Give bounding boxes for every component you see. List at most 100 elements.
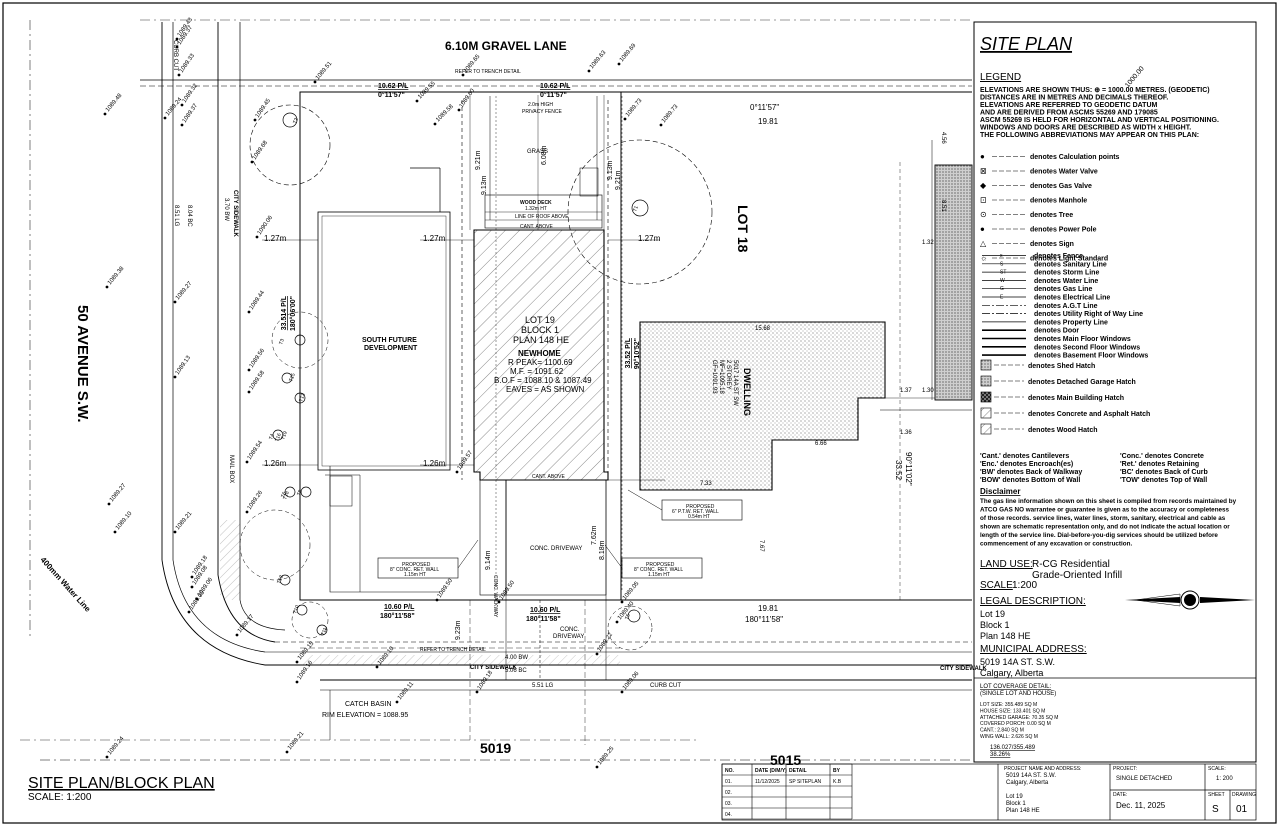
dim-921-right: 9.21m [615, 170, 622, 190]
city-sidewalk-right: CITY SIDEWALK [940, 666, 988, 672]
calc-point [415, 99, 419, 103]
calc-point [113, 530, 117, 534]
mf-label: M.F. = 1091.62 [510, 367, 564, 376]
wall1-line3: 1.15m HT [404, 572, 426, 578]
legend-line: THE FOLLOWING ABBREVIATIONS MAY APPEAR O… [980, 132, 1199, 139]
calc-point [245, 510, 249, 514]
dim-126-left: 1.26m [264, 459, 287, 468]
privacy-fence-top-2: PRIVACY FENCE [522, 109, 562, 115]
wall2-line1: PROPOSED [646, 562, 675, 568]
elevation-label: 1089.06 [622, 670, 641, 691]
street-number: 5019 [480, 740, 511, 756]
city-sidewalk-horizontal: CITY SIDEWALK [470, 665, 518, 671]
calc-point [497, 600, 501, 604]
dim-127-mid: 1.27m [423, 234, 446, 243]
disclaimer-line: shown are schematic representation only,… [980, 524, 1230, 531]
legend-symbol-icon: ● [980, 225, 985, 234]
trench-detail-bottom: REFER TO TRENCH DETAIL [420, 647, 486, 653]
dim-921-left: 9.21m [475, 150, 482, 170]
lot18-top-bearing: 0°11'57" [750, 103, 779, 112]
dim-762: 7.62m [591, 525, 598, 545]
calc-point [435, 598, 439, 602]
lot18-garage-footprint [934, 164, 973, 401]
legend-line: ELEVATIONS ARE REFERRED TO GEODETIC DATU… [980, 102, 1158, 109]
eaves-label: EAVES = AS SHOWN [506, 385, 585, 394]
disclaimer-text: The gas line information shown on this s… [980, 498, 1237, 548]
footer-scale: SCALE: 1:200 [28, 792, 92, 803]
hatch-label: denotes Detached Garage Hatch [1028, 379, 1136, 386]
hatch-label: denotes Concrete and Asphalt Hatch [1028, 411, 1150, 418]
lot18-bottom-distance: 19.81 [758, 604, 779, 613]
tree-label: T16 [274, 432, 283, 442]
disclaimer-line: commencement of any excavation or constr… [980, 541, 1132, 548]
project-line: Calgary, Alberta [1006, 780, 1049, 786]
elevation-label: 1089.63 [589, 49, 608, 70]
scale-label-footer: SCALE: [1208, 766, 1226, 772]
elevation-label: 1089.38 [107, 265, 126, 286]
calc-point [187, 610, 191, 614]
disclaimer-line: of those records. service lines, water l… [980, 515, 1226, 522]
lot18-bottom-bearing: 180°11'58" [745, 615, 783, 624]
info-panel: SITE PLAN LEGEND 1000.00 ELEVATIONS ARE … [974, 34, 1256, 758]
legend-line-label: denotes Sanitary Line [1034, 261, 1107, 268]
legend-heading: LEGEND [980, 72, 1021, 83]
pl-bottom-left-bearing: 180°11'58" [380, 612, 415, 620]
coverage-line: LOT SIZE: 355.489 SQ M [980, 702, 1037, 708]
calc-point [177, 73, 181, 77]
lot18-top-distance: 19.81 [758, 117, 779, 126]
tree-label: T11 [320, 627, 329, 637]
legend-line: ASCM 55269 IS HELD FOR HORIZONTAL AND VE… [980, 117, 1219, 124]
rpeak-label: R PEAK= 1100.69 [508, 358, 573, 367]
elevation-label: 1089.57 [457, 449, 475, 471]
project-type-label: PROJECT: [1113, 766, 1137, 772]
legend-line-label: denotes Basement Floor Windows [1034, 353, 1148, 360]
abbreviations: 'Cant.' denotes Cantilevers'Enc.' denote… [980, 453, 1208, 484]
lot-label: LOT 19 [525, 315, 555, 325]
legend-line-label: denotes Electrical Line [1034, 295, 1110, 302]
calc-point [620, 690, 624, 694]
hatch-label: denotes Wood Hatch [1028, 427, 1097, 434]
legal-line-1: Lot 19 [980, 609, 1005, 619]
pl-top-left-bearing: 0°11'57" [378, 91, 405, 99]
calc-point [107, 502, 111, 506]
calc-point [173, 300, 177, 304]
elevation-label: 1089.27 [175, 280, 194, 301]
dim-913-right: 9.13m [607, 160, 614, 180]
calc-point [190, 585, 194, 589]
pl-top-left-distance: 10.62 P/L [378, 83, 409, 90]
drawing-label: DRAWING [1232, 792, 1256, 798]
elevation-label: 1089.37 [182, 102, 200, 124]
legend-symbol-label: denotes Power Pole [1030, 227, 1097, 234]
calc-point [595, 652, 599, 656]
legend-line-code: S [1000, 261, 1004, 267]
pl-top-right-distance: 10.62 P/L [540, 83, 571, 90]
rev-cell: 01. [725, 779, 732, 785]
coverage-sub: (SINGLE LOT AND HOUSE) [980, 691, 1056, 697]
elevation-label: 1089.21 [287, 730, 306, 751]
avenue-label: 50 AVENUE S.W. [74, 305, 91, 423]
abbr-left: 'Enc.' denotes Encroach(es) [980, 461, 1073, 468]
elevation-label: 1089.60 [459, 87, 477, 109]
calc-point [461, 73, 465, 77]
rev-cell: 11/12/2025 [755, 779, 780, 785]
lot18-dwelling-footprint [639, 321, 886, 491]
dwelling-detail-2: 2 STOREY [725, 360, 731, 390]
elevation-label: 1089.55 [417, 80, 437, 100]
calc-point [180, 103, 184, 107]
title-block: SITE PLAN/BLOCK PLAN SCALE: 1:200 NO.DAT… [28, 763, 1257, 821]
wall3-line2: 6" P.T.W. RET. WALL [672, 509, 719, 515]
elevation-label: 1089.68 [252, 139, 270, 161]
calc-point [615, 620, 619, 624]
calc-point [457, 108, 461, 112]
info-panel-frame [973, 21, 1257, 763]
bof-label: B.O.F = 1088.10 & 1087.49 [494, 376, 592, 385]
calc-point [295, 680, 299, 684]
legend-line: DISTANCES ARE IN METRES AND DECIMALS THE… [980, 95, 1168, 102]
legend-symbol-label: denotes Sign [1030, 241, 1074, 248]
municipal-line-2: Calgary, Alberta [980, 668, 1043, 678]
elevation-label: 1089.44 [249, 289, 267, 311]
